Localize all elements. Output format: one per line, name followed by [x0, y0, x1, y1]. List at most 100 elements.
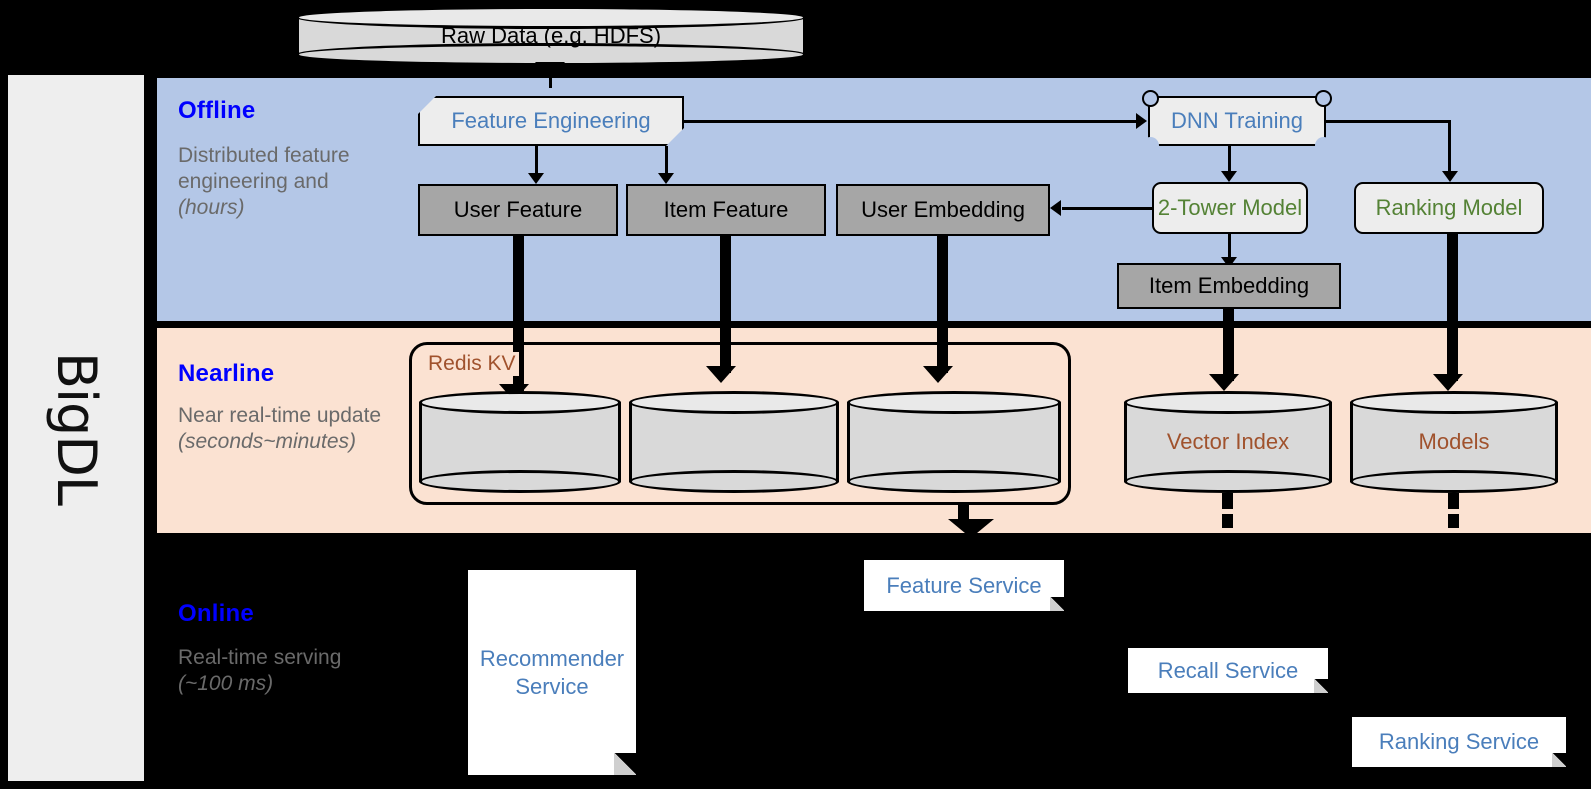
connector-fe-userfeature — [535, 146, 538, 176]
cylinder-body — [1350, 402, 1558, 482]
feature-engineering-label: Feature Engineering — [451, 108, 651, 133]
cylinder-top — [296, 6, 806, 29]
connector-2tower-userembedding — [1062, 207, 1152, 210]
pipe-rankingmodel-models — [1447, 234, 1458, 381]
item-embedding-label: Item Embedding — [1148, 273, 1310, 298]
pipe-userembedding-store — [937, 236, 948, 373]
connector-dnn-ranking-h — [1326, 120, 1451, 123]
bigdl-platform-rail — [8, 75, 144, 781]
feature-service-label: Feature Service — [886, 572, 1042, 598]
page-fold-icon — [614, 753, 636, 775]
nearline-heading: Nearline — [178, 360, 275, 387]
connector-fe-itemfeature — [665, 146, 668, 176]
pipe-vectorindex-recall-seg1 — [1222, 493, 1233, 509]
two-tower-model-node[interactable]: 2-Tower Model — [1152, 182, 1308, 234]
arrowhead-userembedding-store — [923, 366, 953, 383]
bigdl-text: BigDL — [44, 351, 108, 505]
arrowhead-fe-dnn — [1136, 113, 1147, 129]
offline-latency: (hours) — [178, 196, 245, 219]
cylinder-top — [1350, 391, 1558, 414]
nearline-description-text: Near real-time update — [178, 404, 382, 427]
connector-2tower-itemembedding — [1228, 234, 1231, 260]
user-feature-node[interactable]: User Feature — [418, 184, 618, 236]
vector-index-store[interactable]: Vector Index — [1124, 391, 1332, 493]
item-feature-label: Item Feature — [663, 197, 789, 222]
arrowhead-rankingmodel-models — [1433, 374, 1463, 391]
arrowhead-2tower-itemembedding — [1221, 257, 1237, 268]
cylinder-top — [1124, 391, 1332, 414]
page-fold-icon — [1050, 597, 1064, 611]
cylinder-bottom — [419, 470, 621, 493]
dnn-training-label: DNN Training — [1170, 108, 1304, 133]
arrowhead-fe-itemfeature — [658, 173, 674, 184]
pipe-itemembedding-vectorindex — [1223, 309, 1234, 381]
pipe-vectorindex-recall-seg2 — [1222, 514, 1233, 528]
connector-dnn-ranking-v — [1448, 120, 1451, 174]
pipe-models-ranking-seg1 — [1448, 493, 1459, 509]
arrowhead-rawdata-fe — [535, 62, 565, 79]
cylinder-top — [419, 391, 621, 414]
pipe-store-featureservice — [958, 505, 969, 523]
two-tower-model-label: 2-Tower Model — [1157, 195, 1303, 220]
redis-kv-group — [409, 342, 1071, 505]
cylinder-bottom — [847, 470, 1061, 493]
nearline-description: Near real-time update (seconds~minutes) — [178, 403, 393, 455]
feature-service-node[interactable]: Feature Service — [864, 560, 1064, 611]
arrowhead-dnn-ranking — [1442, 171, 1458, 182]
recall-service-label: Recall Service — [1157, 657, 1299, 683]
offline-description: Distributed feature engineering and (hou… — [178, 143, 393, 221]
page-fold-icon — [1552, 753, 1566, 767]
cylinder-bottom — [629, 470, 839, 493]
online-latency: (~100 ms) — [178, 672, 274, 695]
nearline-latency: (seconds~minutes) — [178, 430, 356, 453]
online-description-text: Real-time serving — [178, 646, 342, 669]
pipe-itemfeature-store — [720, 236, 731, 373]
offline-description-text: Distributed feature engineering and — [178, 144, 350, 193]
connector-dnn-2tower — [1228, 146, 1231, 174]
page-fold-icon — [1314, 679, 1328, 693]
cylinder-bottom — [1124, 470, 1332, 493]
ranking-service-node[interactable]: Ranking Service — [1352, 717, 1566, 767]
arrowhead-dnn-2tower — [1221, 171, 1237, 182]
pipe-models-ranking-seg2 — [1448, 514, 1459, 528]
user-embedding-node[interactable]: User Embedding — [836, 184, 1050, 236]
item-feature-store[interactable] — [629, 391, 839, 493]
arrowhead-2tower-userembedding — [1050, 200, 1061, 216]
user-embedding-store[interactable] — [847, 391, 1061, 493]
feature-engineering-node[interactable]: Feature Engineering — [418, 96, 684, 146]
offline-heading: Offline — [178, 97, 256, 124]
models-store[interactable]: Models — [1350, 391, 1558, 493]
cylinder-body — [847, 402, 1061, 482]
redis-kv-label: Redis KV — [425, 352, 519, 376]
recommender-service-label-line1: Recommender — [479, 645, 625, 671]
ranking-model-label: Ranking Model — [1375, 195, 1523, 220]
dnn-training-node[interactable]: DNN Training — [1142, 90, 1332, 146]
online-description: Real-time serving (~100 ms) — [178, 645, 393, 697]
user-embedding-store-label — [847, 391, 1061, 493]
arrowhead-store-featureservice — [948, 519, 994, 538]
online-heading: Online — [178, 600, 254, 627]
item-feature-node[interactable]: Item Feature — [626, 184, 826, 236]
pipe-userfeature-store — [513, 236, 524, 391]
cylinder-body — [629, 402, 839, 482]
raw-data-label: Raw Data (e.g. HDFS) — [440, 23, 662, 48]
user-embedding-label: User Embedding — [861, 197, 1025, 222]
connector-fe-dnn — [684, 120, 1139, 123]
recall-service-node[interactable]: Recall Service — [1128, 648, 1328, 693]
ranking-service-label: Ranking Service — [1378, 729, 1540, 754]
cylinder-top — [847, 391, 1061, 414]
arrowhead-itemfeature-store — [706, 366, 736, 383]
item-embedding-node[interactable]: Item Embedding — [1117, 263, 1341, 309]
arrowhead-itemembedding-vectorindex — [1209, 374, 1239, 391]
user-feature-store-label — [419, 391, 621, 493]
raw-data-store: Raw Data (e.g. HDFS) — [296, 6, 806, 66]
cylinder-top — [629, 391, 839, 414]
cylinder-body — [419, 402, 621, 482]
recommender-service-label-line2: Service — [515, 673, 589, 699]
user-feature-store[interactable] — [419, 391, 621, 493]
vector-index-label: Vector Index — [1166, 429, 1290, 454]
recommender-service-node[interactable]: Recommender Service — [468, 570, 636, 775]
arrowhead-fe-userfeature — [528, 173, 544, 184]
ranking-model-node[interactable]: Ranking Model — [1354, 182, 1544, 234]
